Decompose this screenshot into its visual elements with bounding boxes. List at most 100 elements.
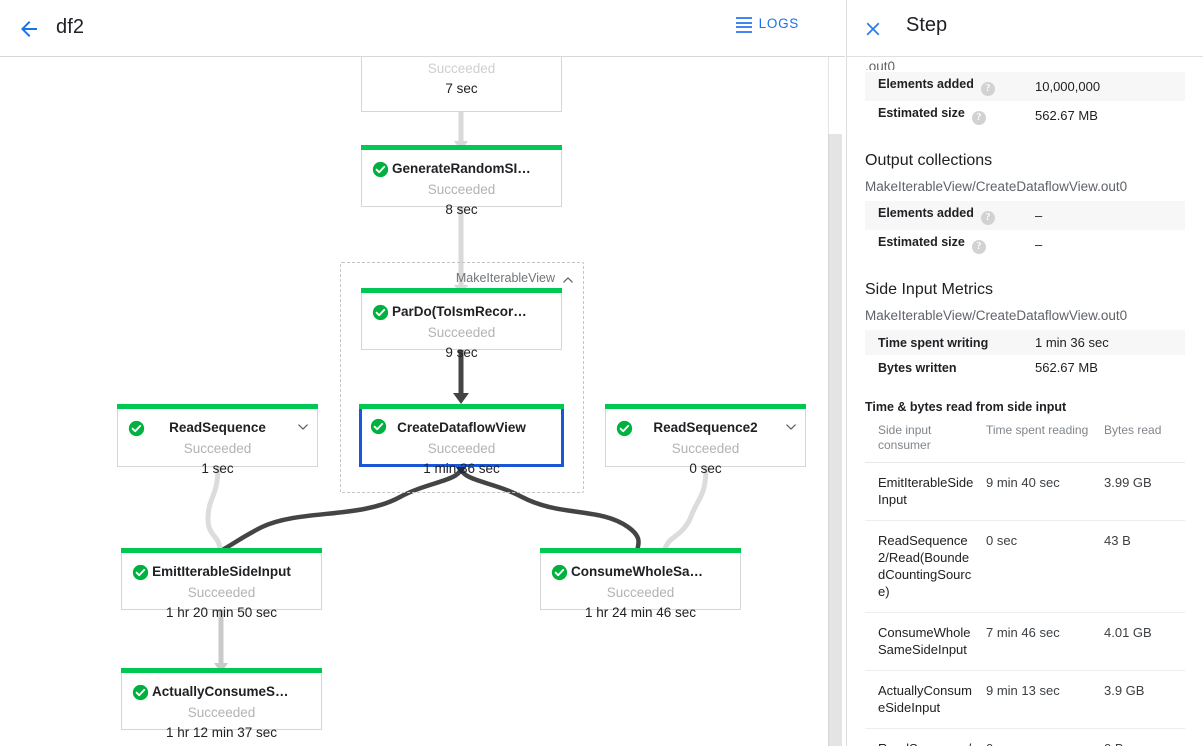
node-duration: 1 hr 12 min 37 sec	[165, 725, 278, 740]
check-circle-icon	[132, 684, 149, 701]
metric-key: Elements added	[878, 77, 974, 91]
side-input-collection-name: MakeIterableView/CreateDataflowView.out0	[865, 308, 1128, 323]
side-input-metrics-heading: Side Input Metrics	[865, 281, 994, 298]
table-row: EmitIterableSideInput 9 min 40 sec 3.99 …	[865, 462, 1185, 521]
cell-bytes: 0 B	[1098, 728, 1185, 746]
close-icon[interactable]	[860, 16, 886, 42]
node-read-sequence-2[interactable]: ReadSequence2 Succeeded 0 sec	[605, 404, 806, 476]
node-actually-consume-side-input[interactable]: ActuallyConsumeSideI… Succeeded 1 hr 12 …	[121, 668, 322, 740]
cell-bytes: 43 B	[1098, 520, 1185, 613]
metric-value: 1 min 36 sec	[1035, 330, 1185, 355]
metric-key: Time spent writing	[865, 330, 1035, 355]
node-consume-whole-same-side-input[interactable]: ConsumeWholeSameSi… Succeeded 1 hr 24 mi…	[540, 548, 741, 620]
node-status: Succeeded	[606, 585, 675, 600]
node-duration: 8 sec	[445, 202, 478, 217]
column-header-bytes-read: Bytes read	[1098, 416, 1185, 463]
node-status: Succeeded	[427, 441, 496, 456]
cell-time: 9 min 40 sec	[980, 462, 1098, 521]
help-icon[interactable]: ?	[980, 211, 995, 225]
node-duration: 0 sec	[689, 461, 722, 476]
check-circle-icon	[128, 420, 145, 437]
help-icon[interactable]: ?	[980, 82, 995, 96]
group-label: MakeIterableView	[455, 271, 555, 285]
table-row: Estimated size? –	[865, 230, 1185, 259]
node-status-bar	[359, 404, 564, 409]
node-title: EmitIterableSideInput	[152, 564, 291, 579]
step-panel-title: Step	[906, 14, 948, 36]
cell-time: 0 sec	[980, 728, 1098, 746]
metric-key: Estimated size	[878, 106, 965, 120]
metric-key: Bytes written	[878, 360, 957, 375]
back-arrow-icon[interactable]	[14, 14, 44, 44]
chevron-down-icon[interactable]	[296, 420, 310, 434]
node-status-bar	[121, 668, 322, 673]
cell-consumer: EmitIterableSideInput	[865, 462, 980, 521]
node-duration: 7 sec	[445, 81, 478, 96]
table-row: ActuallyConsumeSideInput 9 min 13 sec 3.…	[865, 670, 1185, 729]
cell-bytes: 3.99 GB	[1098, 462, 1185, 521]
table-row: Elements added? 10,000,000	[865, 72, 1185, 101]
node-create-dataflow-view[interactable]: CreateDataflowView Succeeded 1 min 36 se…	[359, 404, 564, 476]
table-row: ConsumeWholeSameSideInput 7 min 46 sec 4…	[865, 612, 1185, 671]
side-input-consumers-table: Side input consumer Time spent reading B…	[865, 416, 1185, 746]
top-toolbar: df2 LOGS	[0, 0, 845, 57]
node-pardo-to-ism-record-for[interactable]: ParDo(ToIsmRecordFor… Succeeded 9 sec	[361, 288, 562, 360]
chevron-down-icon[interactable]	[784, 420, 798, 434]
node-status-bar	[540, 548, 741, 553]
check-circle-icon	[616, 420, 633, 437]
step-details-panel: Step .out0 Elements added? 10,000,000 Es…	[846, 0, 1203, 746]
table-row: ReadSequence2/Read(BoundedCountingSource…	[865, 520, 1185, 613]
node-status: Succeeded	[427, 325, 496, 340]
metric-value: –	[1035, 237, 1043, 252]
node-title: ReadSequence	[169, 420, 266, 435]
cell-consumer: ActuallyConsumeSideInput	[865, 670, 980, 729]
job-graph-pane: df2 LOGS	[0, 0, 845, 746]
cell-consumer: ConsumeWholeSameSideInput	[865, 612, 980, 671]
node-status-bar	[605, 404, 806, 409]
node-title: GenerateRandomSIData	[392, 161, 547, 176]
graph-scrollbar-thumb[interactable]	[828, 134, 842, 746]
node-title: ReadSequence2	[653, 420, 758, 435]
logs-button-label: LOGS	[758, 16, 799, 31]
node-generate-random-si-data[interactable]: GenerateRandomSIData Succeeded 8 sec	[361, 145, 562, 217]
column-header-time-spent-reading: Time spent reading	[980, 416, 1098, 463]
table-header-row: Side input consumer Time spent reading B…	[865, 416, 1185, 463]
help-icon[interactable]: ?	[971, 240, 986, 254]
table-row: Elements added? –	[865, 201, 1185, 230]
output-metrics-table: Elements added? – Estimated size? –	[865, 201, 1185, 259]
node-status-bar	[361, 288, 562, 293]
cell-time: 7 min 46 sec	[980, 612, 1098, 671]
table-row: Estimated size? 562.67 MB	[865, 101, 1185, 130]
page-title: df2	[56, 16, 85, 38]
node-duration: 9 sec	[445, 345, 478, 360]
check-circle-icon	[132, 564, 149, 581]
cell-time: 9 min 13 sec	[980, 670, 1098, 729]
node-status: Succeeded	[427, 182, 496, 197]
table-row: Time spent writing 1 min 36 sec	[865, 330, 1185, 355]
metric-value: 562.67 MB	[1035, 108, 1098, 123]
node-duration: 1 min 36 sec	[423, 461, 500, 476]
side-input-table-title: Time & bytes read from side input	[865, 400, 1067, 414]
node-read-sequence[interactable]: ReadSequence Succeeded 1 sec	[117, 404, 318, 476]
logs-button[interactable]: LOGS	[735, 16, 799, 33]
chevron-up-icon[interactable]	[561, 273, 575, 287]
step-panel-body[interactable]: .out0 Elements added? 10,000,000 Estimat…	[847, 58, 1203, 746]
input-metrics-table: Elements added? 10,000,000 Estimated siz…	[865, 72, 1185, 130]
help-icon[interactable]: ?	[971, 111, 986, 125]
node-clipped-top[interactable]: Succeeded 7 sec	[361, 57, 562, 112]
node-status-bar	[117, 404, 318, 409]
metric-value: 10,000,000	[1035, 72, 1185, 101]
node-title: ActuallyConsumeSideI…	[152, 684, 312, 699]
node-status-bar	[361, 145, 562, 150]
check-circle-icon	[372, 304, 389, 321]
graph-edges	[205, 57, 709, 673]
node-status: Succeeded	[187, 705, 256, 720]
graph-canvas[interactable]: Succeeded 7 sec GenerateRandomSIData Suc…	[0, 57, 845, 746]
node-emit-iterable-side-input[interactable]: EmitIterableSideInput Succeeded 1 hr 20 …	[121, 548, 322, 620]
clipped-collection-name: .out0	[865, 59, 896, 70]
cell-consumer: ReadSequence/Read(BoundedCountingSource)	[865, 728, 980, 746]
table-row: Bytes written 562.67 MB	[865, 355, 1185, 380]
output-collection-name: MakeIterableView/CreateDataflowView.out0	[865, 179, 1128, 194]
composite-group-make-iterable-view[interactable]: MakeIterableView	[340, 262, 584, 493]
